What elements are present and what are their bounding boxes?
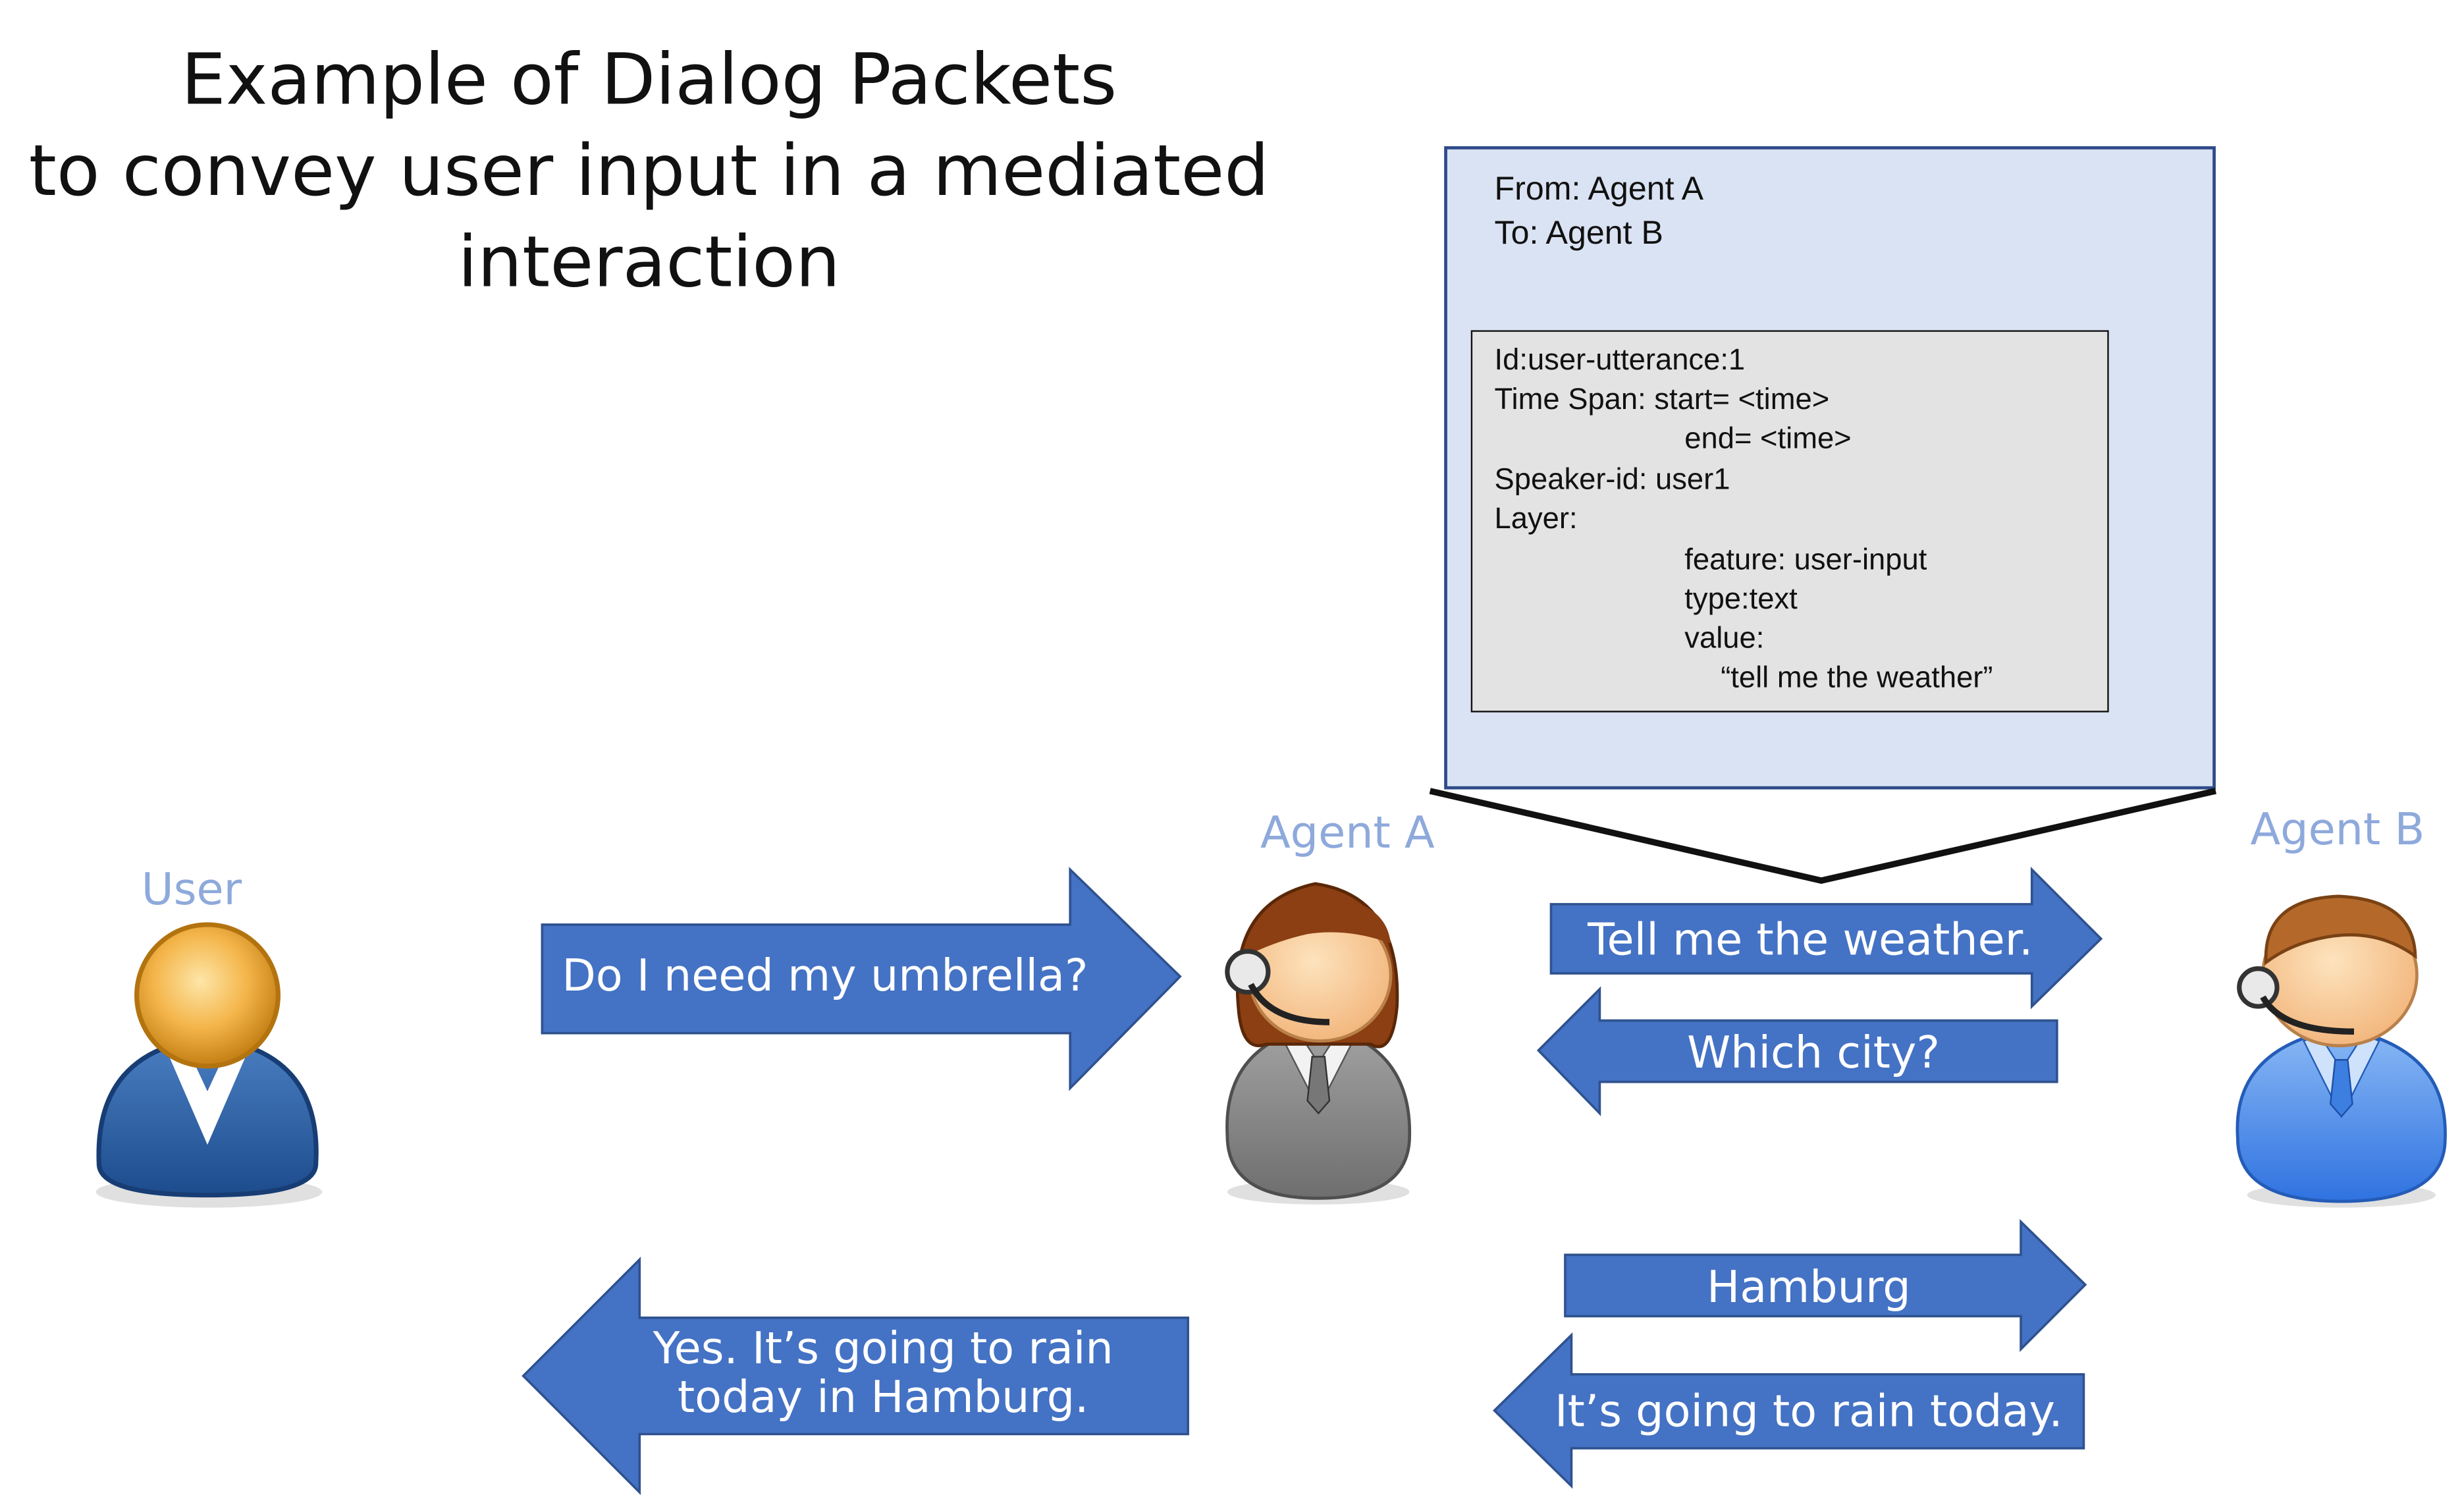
page-title: Example of Dialog Packets to convey user… — [0, 35, 1298, 308]
packet-to: To: Agent B — [1494, 215, 1663, 252]
user-label: User — [141, 863, 242, 915]
dialog-packet-body: Id:user-utterance:1 Time Span: start= <t… — [1470, 330, 2109, 713]
message-agent-a-to-b: Tell me the weather. — [1588, 913, 2033, 966]
agent-a-figure — [1225, 882, 1412, 1205]
message-user-to-agent-a: Do I need my umbrella? — [562, 950, 1088, 1002]
title-line: Example of Dialog Packets — [181, 38, 1117, 121]
arrow-agent-a-to-user — [522, 1257, 1189, 1496]
title-line: to convey user input in a mediated — [28, 128, 1270, 213]
packet-time-end: end= <time> — [1684, 423, 1852, 456]
packet-layer: Layer: — [1494, 503, 1578, 537]
user-figure — [95, 922, 323, 1208]
arrow-agent-b-to-a-2 — [1492, 1332, 2085, 1489]
packet-value: “tell me the weather” — [1721, 662, 1993, 695]
packet-value-label: value: — [1684, 622, 1765, 656]
message-agent-b-to-a-2: It’s going to rain today. — [1554, 1385, 2063, 1438]
arrow-agent-a-to-b — [1549, 867, 2103, 1010]
message-agent-b-to-a: Which city? — [1687, 1027, 1940, 1079]
arrow-agent-a-to-b-2 — [1564, 1218, 2087, 1352]
packet-time-span: Time Span: start= <time> — [1494, 383, 1830, 417]
packet-feature: feature: user-input — [1684, 544, 1927, 578]
message-agent-a-to-b-2: Hamburg — [1706, 1261, 1911, 1313]
packet-from: From: Agent A — [1494, 171, 1704, 208]
title-line: interaction — [458, 220, 841, 304]
agent-a-label: Agent A — [1260, 806, 1435, 859]
packet-header: From: Agent A To: Agent B — [1495, 168, 1704, 256]
callout-pointer — [1429, 788, 2216, 884]
packet-id: Id:user-utterance:1 — [1494, 344, 1746, 378]
agent-b-label: Agent B — [2250, 803, 2425, 856]
message-line: today in Hamburg. — [677, 1371, 1089, 1423]
message-line: Yes. It’s going to rain — [653, 1322, 1113, 1375]
arrow-user-to-agent-a — [541, 867, 1182, 1091]
packet-type: type:text — [1684, 583, 1798, 616]
agent-b-figure — [2236, 894, 2447, 1208]
message-agent-a-to-user: Yes. It’s going to rain today in Hamburg… — [601, 1324, 1166, 1421]
arrow-agent-b-to-a — [1536, 986, 2058, 1116]
packet-speaker: Speaker-id: user1 — [1494, 464, 1730, 497]
